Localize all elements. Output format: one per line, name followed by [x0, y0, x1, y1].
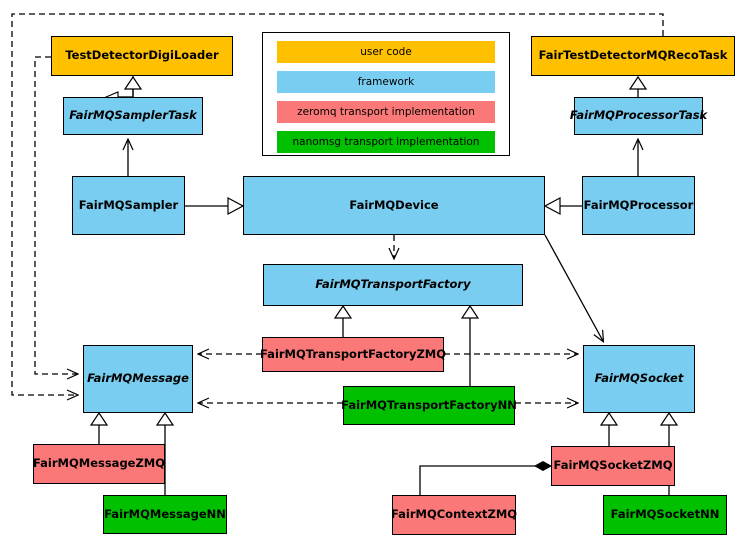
- class-box-fairmqcontextzmq[interactable]: FairMQContextZMQ: [390, 495, 518, 535]
- class-box-fairmqmessagenn[interactable]: FairMQMessageNN: [103, 495, 227, 534]
- legend-label: user code: [360, 46, 412, 58]
- class-label: FairMQSocketZMQ: [553, 458, 673, 473]
- class-label: FairMQTransportFactoryNN: [341, 397, 517, 412]
- class-label: FairMQContextZMQ: [390, 507, 518, 522]
- class-box-fairmqsocketzmq[interactable]: FairMQSocketZMQ: [551, 446, 675, 486]
- class-box-fairmqtransportfactoryzmq[interactable]: FairMQTransportFactoryZMQ: [260, 337, 447, 372]
- legend-item-framework: framework: [277, 71, 495, 93]
- class-box-fairmqsamplertask[interactable]: FairMQSamplerTask: [63, 97, 203, 135]
- class-label: FairMQSampler: [78, 197, 179, 212]
- class-label: FairMQDevice: [349, 197, 439, 212]
- legend-item-user-code: user code: [277, 41, 495, 63]
- edge-assoc-device-socket: [544, 234, 603, 341]
- class-label: FairMQProcessorTask: [569, 108, 708, 123]
- class-box-fairmqmessagezmq[interactable]: FairMQMessageZMQ: [33, 444, 165, 484]
- class-label: FairTestDetectorMQRecoTask: [538, 48, 728, 63]
- class-label: FairMQSocketNN: [610, 507, 720, 522]
- class-label: FairMQMessageZMQ: [32, 456, 166, 471]
- class-label: TestDetectorDigiLoader: [65, 48, 219, 63]
- legend-label: zeromq transport implementation: [297, 106, 475, 118]
- gen-arrow-2: [628, 75, 648, 97]
- class-label: FairMQProcessor: [583, 197, 694, 212]
- class-box-fairmqsocketnn[interactable]: FairMQSocketNN: [603, 495, 727, 535]
- class-box-fairmqmessage[interactable]: FairMQMessage: [83, 345, 193, 413]
- gen-arrow-7: [89, 411, 109, 444]
- class-label: FairMQSamplerTask: [69, 108, 197, 123]
- class-box-fairmqprocessortask[interactable]: FairMQProcessorTask: [570, 97, 707, 135]
- class-box-fairmqtransportfactorynn[interactable]: FairMQTransportFactoryNN: [341, 386, 517, 425]
- class-label: FairMQTransportFactory: [315, 277, 471, 292]
- gen-arrow-6: [460, 304, 480, 386]
- class-box-fairmqdevice[interactable]: FairMQDevice: [243, 176, 545, 235]
- gen-arrow-3: [185, 197, 245, 215]
- class-box-testdetectordigiloader[interactable]: TestDetectorDigiLoader: [51, 36, 233, 76]
- gen-arrow-1: [123, 75, 143, 97]
- legend-item-nanomsg: nanomsg transport implementation: [277, 131, 495, 153]
- class-box-fairtestdetectormqrecotask[interactable]: FairTestDetectorMQRecoTask: [531, 36, 735, 76]
- class-label: FairMQMessageNN: [104, 506, 226, 521]
- legend-label: framework: [357, 76, 415, 88]
- gen-arrow-5: [333, 304, 353, 337]
- class-box-fairmqsampler[interactable]: FairMQSampler: [72, 176, 185, 235]
- class-label: FairMQMessage: [87, 371, 189, 386]
- gen-arrow-4: [543, 197, 582, 215]
- legend-item-zeromq: zeromq transport implementation: [277, 101, 495, 123]
- legend-label: nanomsg transport implementation: [292, 136, 480, 148]
- color-legend: user code framework zeromq transport imp…: [262, 32, 510, 156]
- class-box-fairmqsocket[interactable]: FairMQSocket: [583, 345, 695, 413]
- gen-arrow-9: [599, 411, 619, 446]
- class-label: FairMQTransportFactoryZMQ: [260, 346, 447, 361]
- class-label: FairMQSocket: [594, 371, 684, 386]
- class-box-fairmqtransportfactory[interactable]: FairMQTransportFactory: [263, 264, 523, 306]
- class-box-fairmqprocessor[interactable]: FairMQProcessor: [582, 176, 695, 235]
